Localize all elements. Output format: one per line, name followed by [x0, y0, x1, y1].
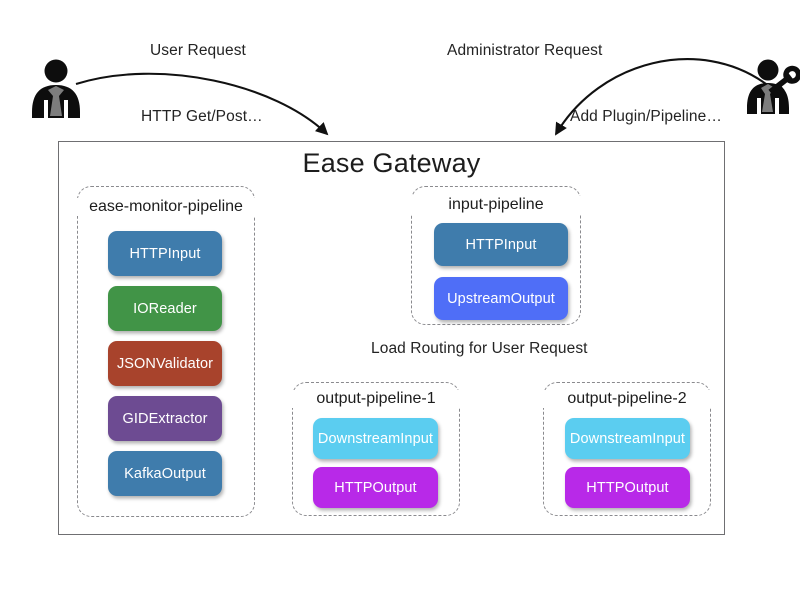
pipeline-label-input-pipeline: input-pipeline — [411, 196, 581, 214]
plugin-kafkaoutput[interactable]: KafkaOutput — [108, 451, 222, 496]
plugin-httpoutput-1[interactable]: HTTPOutput — [313, 467, 438, 508]
plugin-ioreader[interactable]: IOReader — [108, 286, 222, 331]
admin-person-key-icon — [740, 56, 800, 118]
plugin-upstreamoutput[interactable]: UpstreamOutput — [434, 277, 568, 320]
plugin-downstreaminput-2[interactable]: DownstreamInput — [565, 418, 690, 459]
pipeline-output-pipeline-2[interactable] — [543, 382, 711, 516]
plugin-httpoutput-2[interactable]: HTTPOutput — [565, 467, 690, 508]
page-title: Ease Gateway — [302, 148, 481, 178]
plugin-jsonvalidator[interactable]: JSONValidator — [108, 341, 222, 386]
pipeline-label-ease-monitor-pipeline: ease-monitor-pipeline — [60, 198, 272, 216]
label-add-plugin-pipeline: Add Plugin/Pipeline… — [570, 108, 722, 125]
plugin-httpinput[interactable]: HTTPInput — [108, 231, 222, 276]
label-load-routing: Load Routing for User Request — [371, 340, 588, 357]
plugin-httpinput-input-pipeline[interactable]: HTTPInput — [434, 223, 568, 266]
label-administrator-request: Administrator Request — [447, 42, 603, 59]
plugin-downstreaminput-1[interactable]: DownstreamInput — [313, 418, 438, 459]
pipeline-label-output-pipeline-2: output-pipeline-2 — [543, 390, 711, 408]
label-http-get-post: HTTP Get/Post… — [141, 108, 263, 125]
label-user-request: User Request — [150, 42, 246, 59]
pipeline-input-pipeline[interactable] — [411, 186, 581, 325]
user-person-icon — [24, 56, 88, 118]
pipeline-ease-monitor-pipeline[interactable] — [77, 186, 255, 517]
plugin-gidextractor[interactable]: GIDExtractor — [108, 396, 222, 441]
pipeline-label-output-pipeline-1: output-pipeline-1 — [292, 390, 460, 408]
pipeline-output-pipeline-1[interactable] — [292, 382, 460, 516]
